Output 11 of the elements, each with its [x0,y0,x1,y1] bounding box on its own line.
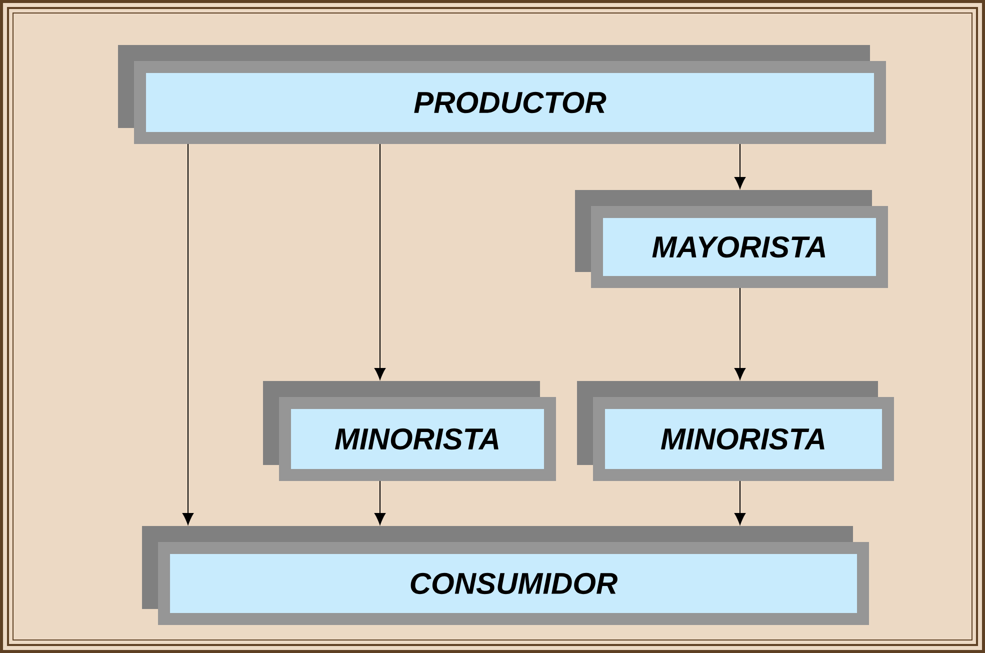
shadowed-box: PRODUCTOR [118,45,886,144]
arrow [182,144,194,525]
arrow [374,480,386,525]
shadowed-box: MINORISTA [263,381,556,481]
shadowed-box: CONSUMIDOR [142,526,869,625]
arrow [734,287,746,380]
arrow [734,480,746,525]
arrow [374,144,386,380]
shadowed-box: MINORISTA [577,381,894,481]
shadowed-box: MAYORISTA [575,190,888,288]
arrow [734,144,746,189]
